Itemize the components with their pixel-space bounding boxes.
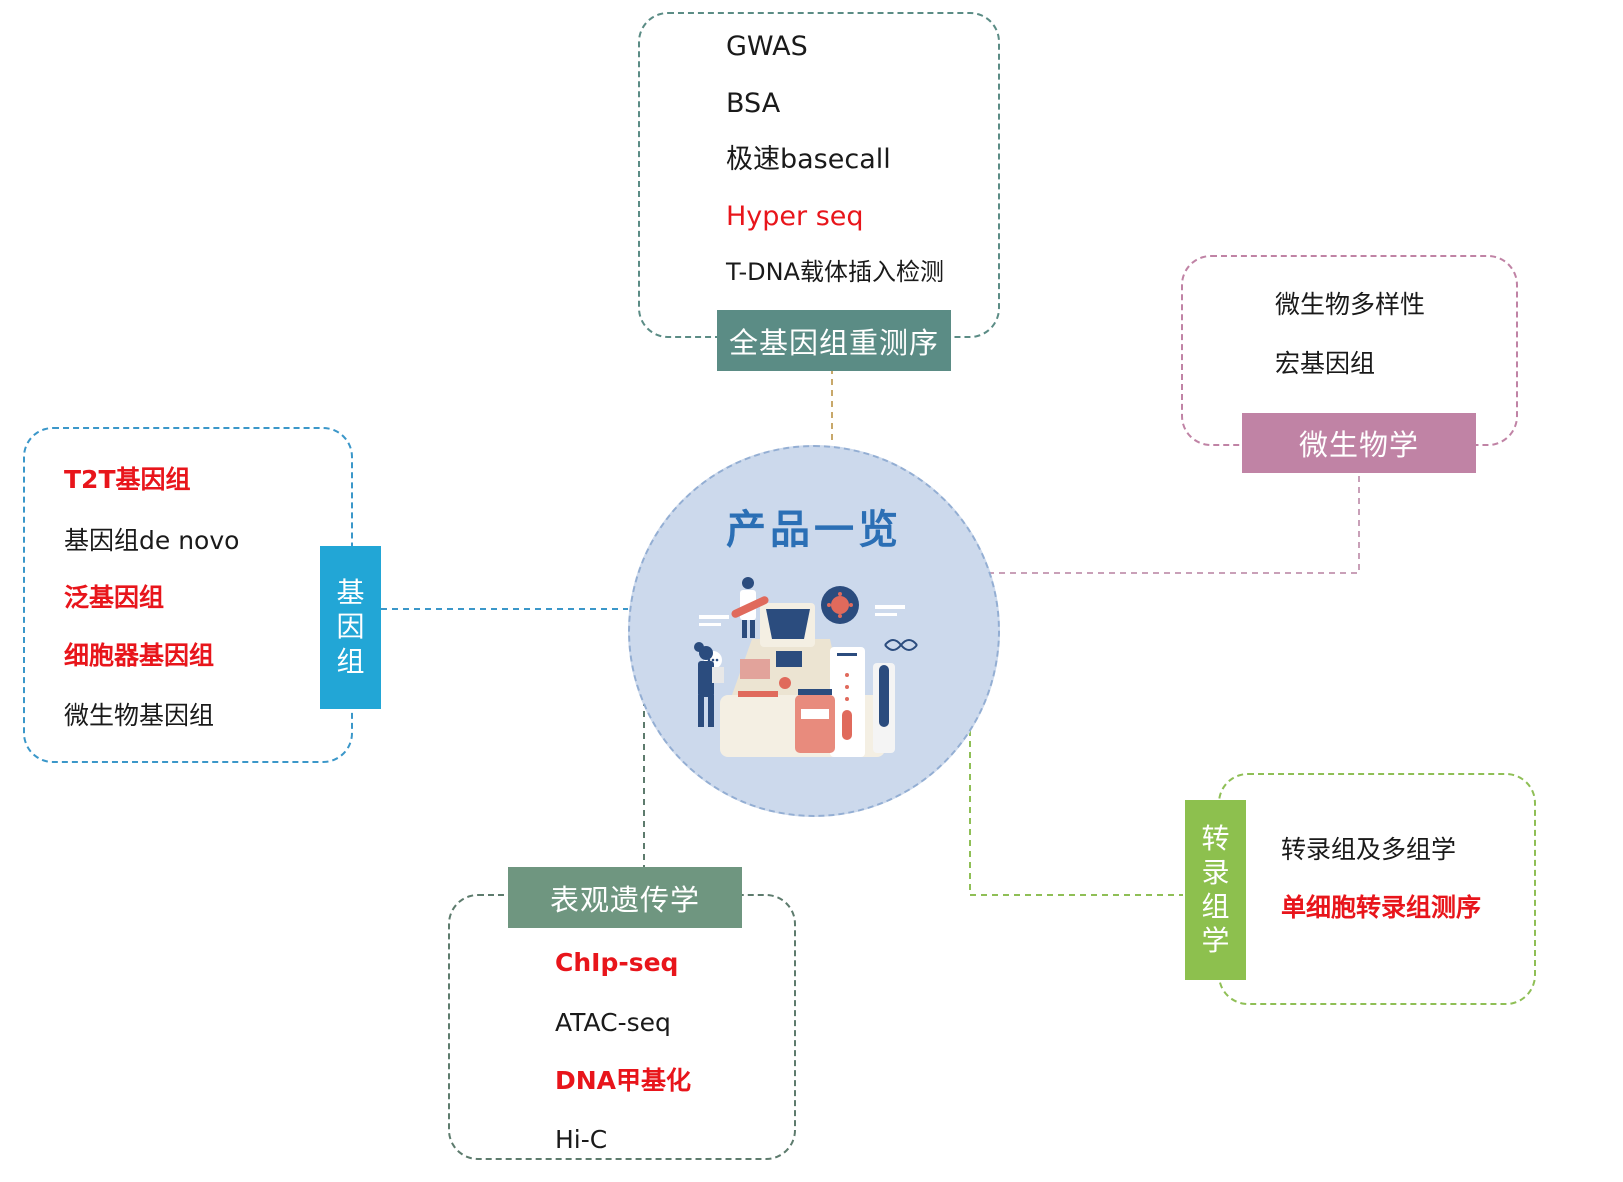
connector-microbiology <box>988 473 1360 574</box>
whole-genome-label: 全基因组重测序 <box>717 310 951 371</box>
epigenetics-item-atac: ATAC-seq <box>555 1008 671 1037</box>
epigenetics-item-hic: Hi-C <box>555 1125 608 1154</box>
transcriptomics-item-single-cell: 单细胞转录组测序 <box>1281 893 1482 922</box>
genome-label: 基 因 组 <box>320 546 381 709</box>
whole-genome-item-tdna: T-DNA载体插入检测 <box>726 258 944 286</box>
whole-genome-item-basecall: 极速basecall <box>726 144 891 175</box>
genome-item-organelle: 细胞器基因组 <box>64 641 215 670</box>
microbiology-item-diversity: 微生物多样性 <box>1275 290 1426 319</box>
epigenetics-label: 表观遗传学 <box>508 867 742 928</box>
transcriptomics-item-multiomics: 转录组及多组学 <box>1281 835 1457 864</box>
genome-item-pan: 泛基因组 <box>64 583 165 612</box>
genome-label-char: 基 <box>336 576 365 610</box>
whole-genome-item-bsa: BSA <box>726 88 781 119</box>
whole-genome-item-gwas: GWAS <box>726 31 808 62</box>
genome-item-microbial: 微生物基因组 <box>64 701 215 730</box>
microbiology-label: 微生物学 <box>1242 413 1476 473</box>
transcriptomics-label: 转 录 组 学 <box>1185 800 1246 980</box>
lab-illustration <box>694 577 918 757</box>
genome-item-denovo: 基因组de novo <box>64 526 240 555</box>
connector-transcriptomics <box>969 730 1183 896</box>
center-title: 产品一览 <box>726 507 902 553</box>
genome-label-char: 因 <box>336 610 365 644</box>
transcriptomics-box <box>1218 773 1536 1005</box>
microbiology-item-metagenome: 宏基因组 <box>1275 349 1376 378</box>
epigenetics-item-methylation: DNA甲基化 <box>555 1066 692 1095</box>
transcriptomics-label-char: 转 <box>1201 821 1230 855</box>
transcriptomics-label-char: 录 <box>1201 855 1230 889</box>
transcriptomics-label-char: 学 <box>1201 924 1230 958</box>
genome-label-char: 组 <box>336 644 365 678</box>
whole-genome-item-hyper-seq: Hyper seq <box>726 201 864 232</box>
transcriptomics-label-char: 组 <box>1201 890 1230 923</box>
genome-item-t2t: T2T基因组 <box>64 465 191 494</box>
epigenetics-item-chip: ChIp-seq <box>555 948 679 977</box>
whole-genome-box <box>638 12 1000 338</box>
